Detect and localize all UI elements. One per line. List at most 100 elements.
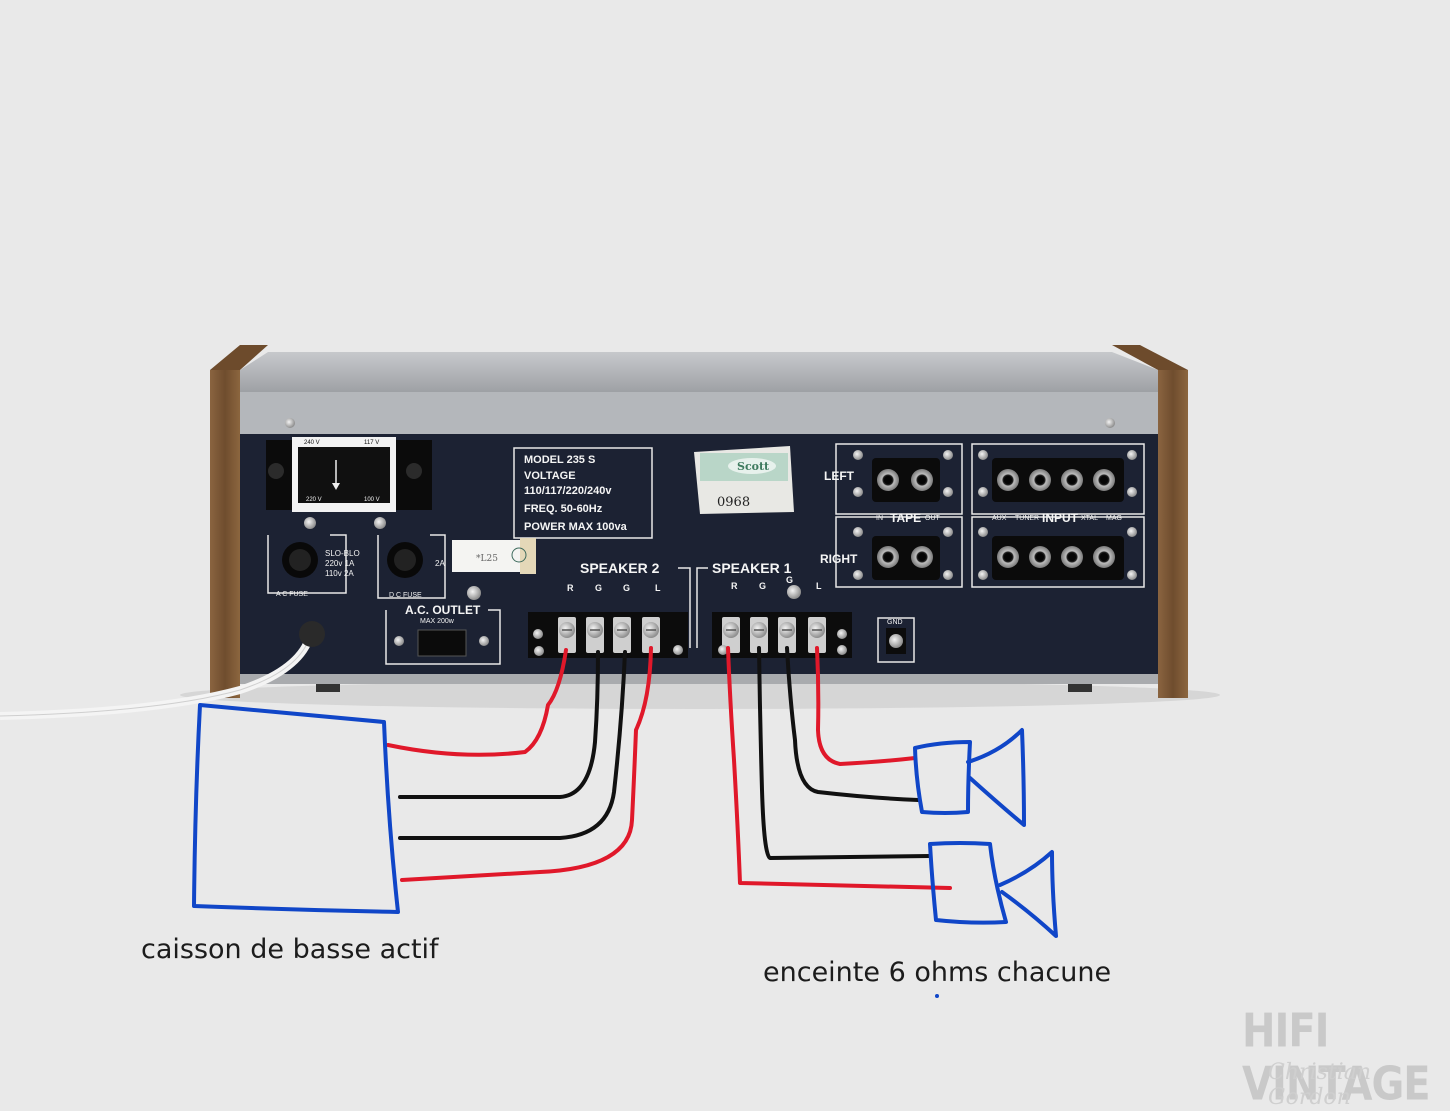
panel-screw bbox=[943, 527, 953, 537]
left-wood-side bbox=[210, 370, 240, 698]
speaker-top-magnet bbox=[913, 740, 972, 815]
terminal-post[interactable] bbox=[750, 617, 768, 653]
speaker-outputs: SPEAKER 2 SPEAKER 1 R G G L R G G L bbox=[528, 560, 852, 658]
wire-spk2-r-to-sub bbox=[386, 648, 568, 757]
speaker-bottom-magnet bbox=[928, 841, 1008, 925]
rca-jack[interactable] bbox=[1029, 469, 1051, 491]
terminal-post[interactable] bbox=[808, 617, 826, 653]
model-plate: MODEL 235 S VOLTAGE 110/117/220/240v FRE… bbox=[513, 447, 653, 539]
strip-screw bbox=[718, 645, 728, 655]
spk1-terminal-g1: G bbox=[759, 581, 766, 591]
subwoofer-box bbox=[192, 703, 400, 914]
input-xtal-label: XTAL bbox=[1081, 515, 1098, 522]
gnd-label: GND bbox=[887, 619, 903, 626]
wire-spk2-g2-to-sub bbox=[398, 650, 627, 841]
rca-jack[interactable] bbox=[1093, 469, 1115, 491]
small-sticker: *L25 bbox=[452, 538, 536, 574]
spk2-terminal-l: L bbox=[655, 583, 661, 593]
ac-outlet-socket[interactable] bbox=[417, 629, 467, 657]
panel-screw bbox=[978, 487, 988, 497]
ground-terminal: GND bbox=[877, 617, 915, 663]
terminal-post[interactable] bbox=[642, 617, 660, 653]
sticker-text: *L25 bbox=[476, 554, 498, 564]
dc-fuse-rating: 2A bbox=[435, 559, 445, 568]
fuse-220v: 220v 1A bbox=[325, 559, 355, 568]
spk2-terminal-g2: G bbox=[623, 583, 630, 593]
gnd-post[interactable] bbox=[889, 634, 903, 648]
spk1-terminal-g2: G bbox=[786, 575, 793, 585]
rca-jack[interactable] bbox=[911, 546, 933, 568]
tape-in-label: IN bbox=[876, 515, 883, 522]
input-mag-label: MAG bbox=[1106, 515, 1122, 522]
terminal-post[interactable] bbox=[613, 617, 631, 653]
input-section: AUX TUNER INPUT XTAL MAG bbox=[971, 443, 1145, 588]
input-tuner-label: TUNER bbox=[1015, 515, 1039, 522]
right-wood-side bbox=[1158, 370, 1188, 698]
panel-screw bbox=[853, 570, 863, 580]
spk1-terminal-r: R bbox=[731, 581, 738, 591]
hand-drawn-wiring bbox=[192, 646, 1058, 998]
subwoofer-caption: caisson de basse actif bbox=[141, 934, 439, 965]
rear-lip bbox=[240, 392, 1158, 434]
top-cover bbox=[240, 352, 1158, 392]
panel-screws bbox=[853, 450, 1137, 580]
terminal-post[interactable] bbox=[778, 617, 796, 653]
panel-screw bbox=[943, 570, 953, 580]
terminal-screws bbox=[533, 617, 847, 656]
watermark-signature: Christian Gordon bbox=[1268, 1060, 1372, 1110]
terminal-post[interactable] bbox=[558, 617, 576, 653]
speakers-caption: enceinte 6 ohms chacune bbox=[763, 957, 1112, 988]
voltage-label-100: 100 V bbox=[364, 497, 380, 503]
spk1-terminal-l: L bbox=[816, 581, 822, 591]
rca-jack[interactable] bbox=[911, 469, 933, 491]
dc-fuse-label: D C FUSE bbox=[389, 592, 422, 599]
panel-screw bbox=[943, 487, 953, 497]
panel-screw bbox=[978, 570, 988, 580]
rca-jack[interactable] bbox=[1093, 546, 1115, 568]
input-title: INPUT bbox=[1042, 511, 1079, 525]
ac-outlet: A.C. OUTLET MAX 200w bbox=[385, 586, 501, 665]
rca-jack[interactable] bbox=[997, 469, 1019, 491]
terminal-post[interactable] bbox=[722, 617, 740, 653]
rca-jack[interactable] bbox=[877, 469, 899, 491]
terminal-post[interactable] bbox=[586, 617, 604, 653]
voltage-label-240: 240 V bbox=[304, 440, 320, 446]
panel-screw bbox=[1127, 570, 1137, 580]
rca-jacks bbox=[877, 469, 1115, 568]
rca-jack[interactable] bbox=[997, 546, 1019, 568]
ac-fuse-label: A C FUSE bbox=[276, 591, 308, 598]
serial-label: Scott 0968 bbox=[694, 446, 794, 514]
speaker2-terminal-strip bbox=[528, 612, 688, 658]
rca-jack[interactable] bbox=[1029, 546, 1051, 568]
rca-jack[interactable] bbox=[1061, 546, 1083, 568]
freq-line: FREQ. 50-60Hz bbox=[524, 503, 603, 515]
voltage-label-117: 117 V bbox=[364, 440, 379, 446]
fuse-section: A C FUSE D C FUSE SLO-BLO 220v 1A 110v 2… bbox=[267, 534, 446, 599]
speaker-bottom-cone bbox=[998, 850, 1058, 938]
left-label: LEFT bbox=[824, 469, 855, 483]
rca-jack[interactable] bbox=[1061, 469, 1083, 491]
strip-screw bbox=[534, 646, 544, 656]
panel-screw bbox=[1127, 450, 1137, 460]
floor-shadow bbox=[180, 681, 1220, 709]
spk2-terminal-g1: G bbox=[595, 583, 602, 593]
voltage-label-220: 220 V bbox=[306, 497, 322, 503]
wire-spk1-g1-to-speaker bbox=[757, 646, 932, 860]
ac-outlet-title: A.C. OUTLET bbox=[405, 603, 481, 617]
tape-out-label: OUT bbox=[925, 515, 941, 522]
strip-screw bbox=[837, 629, 847, 639]
wire-spk2-l-to-sub bbox=[400, 646, 653, 882]
wire-spk2-g1-to-sub bbox=[398, 650, 600, 800]
speaker1-title: SPEAKER 1 bbox=[712, 560, 792, 576]
cord-strain-relief bbox=[299, 621, 325, 647]
wire-spk1-g2-to-speaker bbox=[785, 646, 920, 802]
rca-jack[interactable] bbox=[877, 546, 899, 568]
strip-screw bbox=[673, 645, 683, 655]
serial-number: 0968 bbox=[717, 495, 750, 510]
wire-spk1-l-to-speaker bbox=[815, 646, 917, 766]
voltage-selector[interactable]: 240 V 117 V 220 V 100 V bbox=[266, 437, 432, 512]
panel-screw bbox=[1127, 527, 1137, 537]
panel-screw bbox=[1127, 487, 1137, 497]
right-label: RIGHT bbox=[820, 552, 858, 566]
